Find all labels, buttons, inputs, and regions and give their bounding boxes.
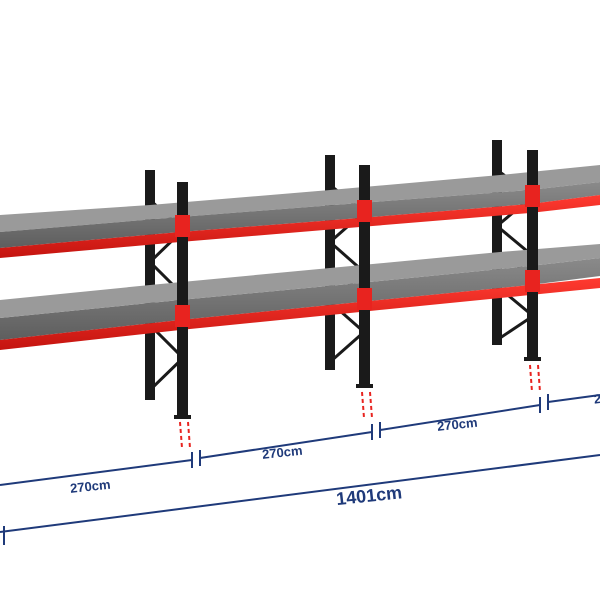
bay-dimension-label-1: 270cm xyxy=(69,477,111,496)
bay-dimension-label-3: 270cm xyxy=(436,415,478,434)
total-dimension-line xyxy=(0,454,600,545)
total-dimension-label: 1401cm xyxy=(335,482,403,509)
upright-back-3 xyxy=(492,140,502,345)
lower-deck xyxy=(0,258,600,340)
lower-deck-top xyxy=(0,244,600,318)
bay-dimension-lines xyxy=(0,394,600,486)
upright-back-2 xyxy=(325,155,335,370)
upright-frames-front xyxy=(177,150,538,418)
floor-guides xyxy=(179,364,541,449)
lower-front-beam xyxy=(0,278,600,350)
bay-dimension-label-2: 270cm xyxy=(261,443,303,462)
upper-deck-top xyxy=(0,165,600,232)
beam-connectors xyxy=(175,185,540,327)
upright-front-2 xyxy=(359,165,370,387)
lower-shelf xyxy=(0,244,600,350)
upper-front-beam xyxy=(0,195,600,258)
upright-front-1 xyxy=(177,182,188,418)
upright-front-3 xyxy=(527,150,538,360)
upper-shelf xyxy=(0,165,600,258)
upper-deck xyxy=(0,182,600,248)
base-plates xyxy=(174,357,541,419)
bay-dimension-label-4: 270cm xyxy=(593,387,600,406)
